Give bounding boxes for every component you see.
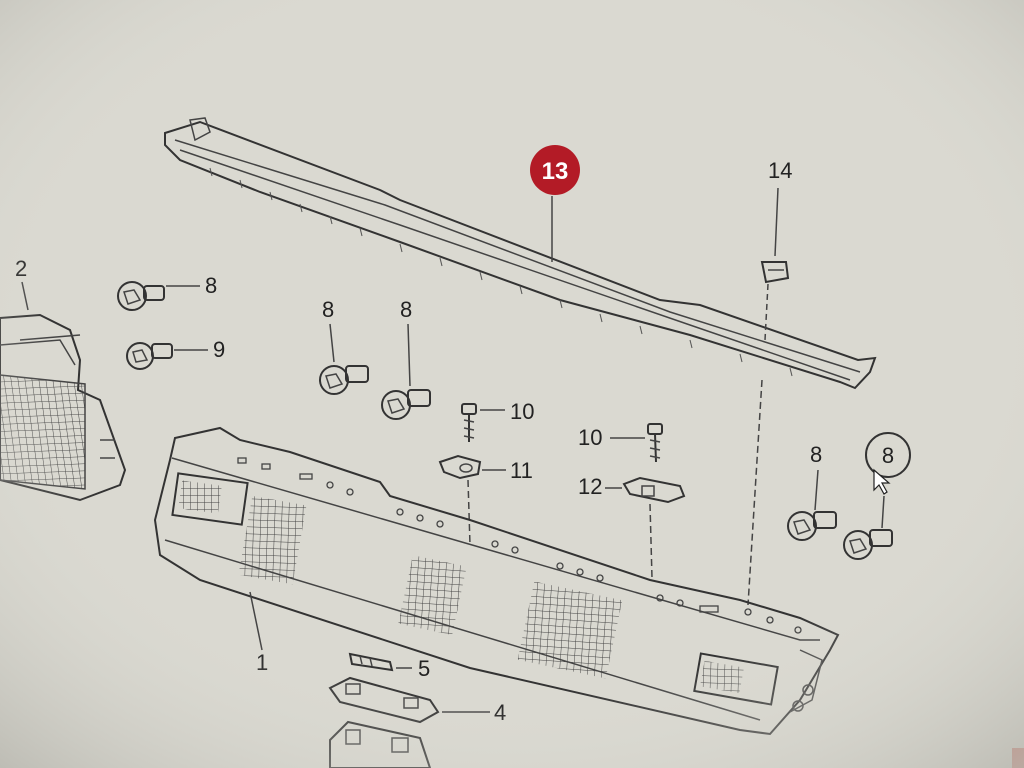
- callout-8-c-text: 8: [400, 297, 412, 322]
- callout-5-text: 5: [418, 656, 430, 681]
- callout-10-b-text: 10: [578, 425, 602, 450]
- callout-13-badge[interactable]: 13: [530, 145, 580, 195]
- callout-9-text: 9: [213, 337, 225, 362]
- callout-8-d-text: 8: [810, 442, 822, 467]
- callout-2-text: 2: [15, 256, 27, 281]
- callout-8-b-text: 8: [322, 297, 334, 322]
- callout-1-text: 1: [256, 650, 268, 675]
- callout-8-a-text: 8: [205, 273, 217, 298]
- callout-4-text: 4: [494, 700, 506, 725]
- callout-10-a-text: 10: [510, 399, 534, 424]
- callout-13-text: 13: [542, 158, 569, 185]
- callout-14-text: 14: [768, 158, 792, 183]
- callout-8-e-text: 8: [882, 443, 894, 468]
- corner-marker: [1012, 748, 1024, 768]
- callout-12-text: 12: [578, 474, 602, 499]
- callout-11-text: 11: [510, 458, 533, 483]
